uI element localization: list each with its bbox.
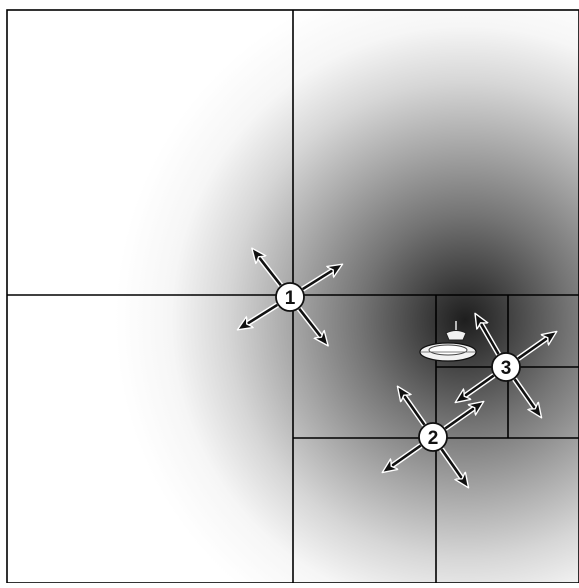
marker-label: 2 xyxy=(428,428,439,449)
marker-label: 3 xyxy=(501,358,512,379)
marker-label: 1 xyxy=(285,288,296,309)
